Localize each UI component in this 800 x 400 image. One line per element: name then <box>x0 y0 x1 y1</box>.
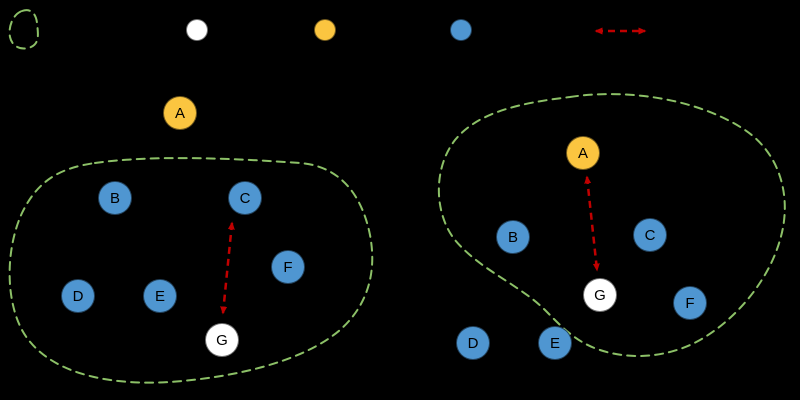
left-cluster-outline <box>8 157 374 384</box>
left-node-g: G <box>205 323 239 357</box>
right-node-e: E <box>538 326 572 360</box>
legend-yellow-circle-icon <box>314 19 336 41</box>
left-node-f: F <box>271 250 305 284</box>
right-node-d: D <box>456 326 490 360</box>
left-node-c: C <box>228 181 262 215</box>
right-distance-arrow <box>584 175 600 272</box>
left-node-a: A <box>163 96 197 130</box>
right-cluster-outline <box>437 93 786 357</box>
legend-blue-circle-icon <box>450 19 472 41</box>
left-node-d: D <box>61 279 95 313</box>
legend-cluster-outline-icon <box>8 9 39 50</box>
left-node-e: E <box>143 279 177 313</box>
right-node-c: C <box>633 218 667 252</box>
right-node-f: F <box>673 286 707 320</box>
left-distance-arrow <box>220 221 235 315</box>
legend-white-circle-icon <box>186 19 208 41</box>
right-node-b: B <box>496 220 530 254</box>
right-node-g: G <box>583 278 617 312</box>
left-node-b: B <box>98 181 132 215</box>
right-node-a: A <box>566 136 600 170</box>
